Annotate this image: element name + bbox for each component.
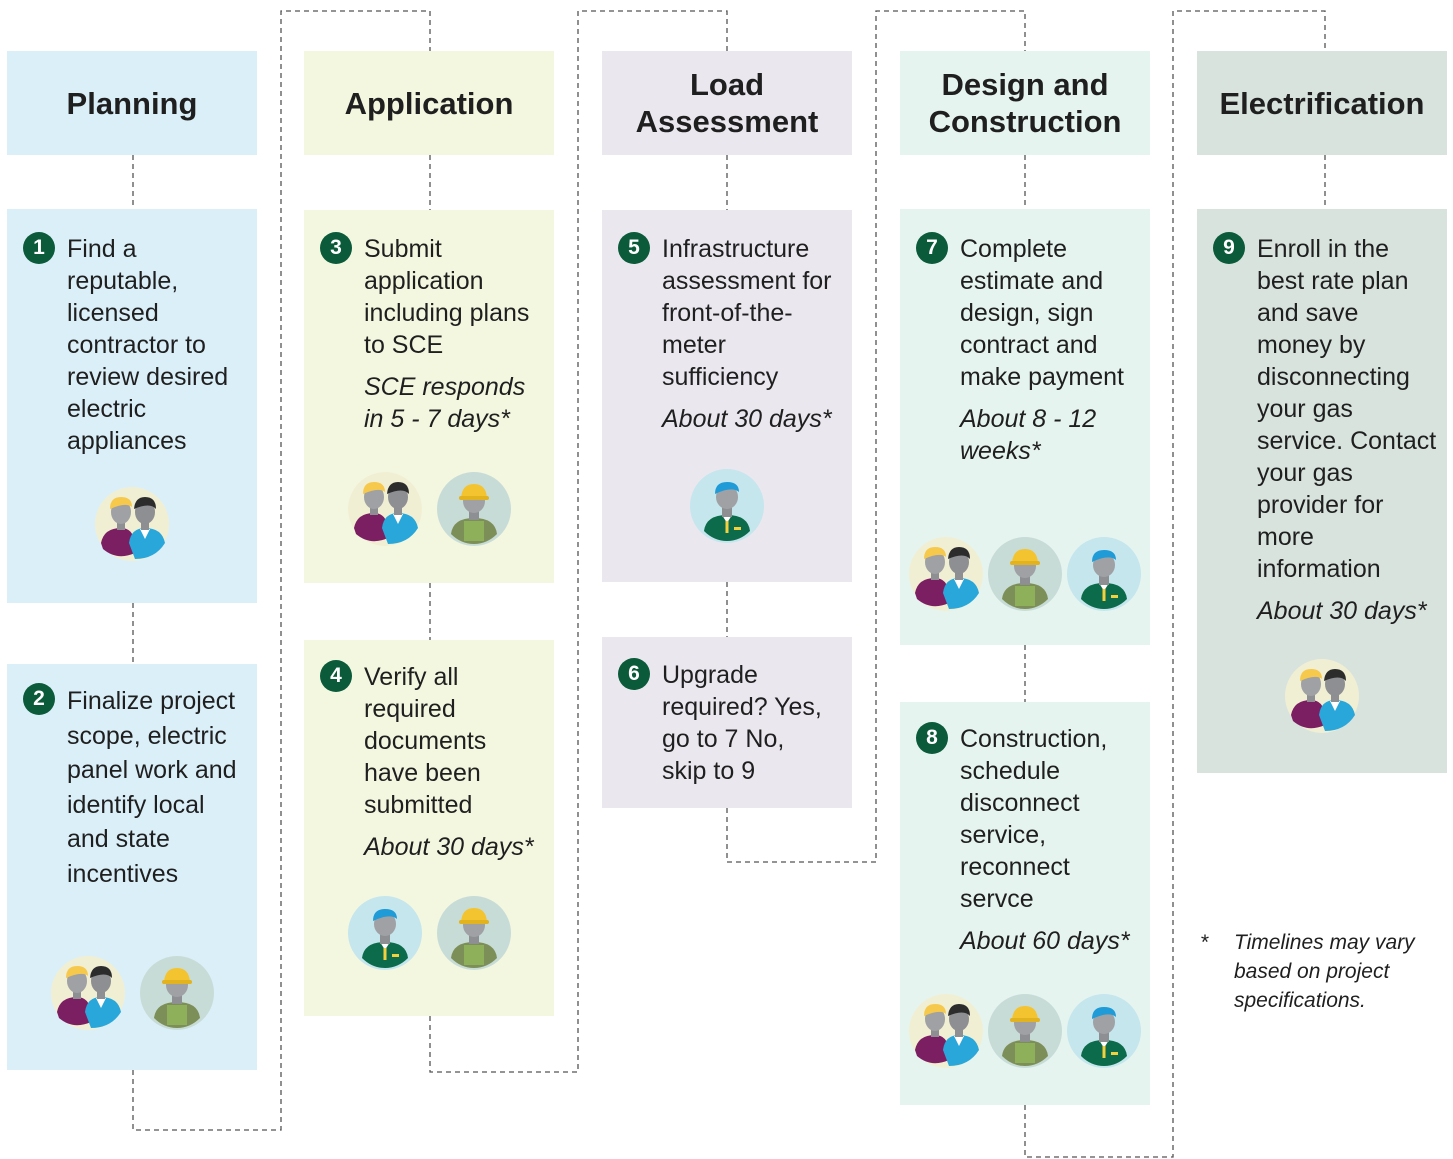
step-card-5: 5 Infrastructure assessment for front-of… <box>602 210 852 582</box>
step-text-4: Verify all required documents have been … <box>364 663 487 819</box>
step-text-3: Submit application including plans to SC… <box>364 235 530 359</box>
step-duration-7: About 8 - 12 weeks* <box>960 405 1097 465</box>
step-text-7: Complete estimate and design, sign contr… <box>960 235 1124 391</box>
step-number-6: 6 <box>618 658 650 690</box>
customer-couple-icon <box>347 472 422 546</box>
step-number-3: 3 <box>320 232 352 264</box>
step-card-9: 9 Enroll in the best rate plan and save … <box>1197 209 1447 773</box>
sce-representative-icon <box>1067 994 1141 1068</box>
contractor-icon <box>988 537 1062 611</box>
customer-couple-icon <box>1285 659 1359 733</box>
timeline-footnote: * Timelines may vary based on project sp… <box>1200 928 1450 1015</box>
phase-header-load-assessment: Load Assessment <box>602 51 852 155</box>
customer-couple-icon <box>95 487 169 561</box>
step-number-8: 8 <box>916 722 948 754</box>
step-duration-8: About 60 days* <box>960 927 1130 955</box>
step-card-7: 7 Complete estimate and design, sign con… <box>900 209 1150 645</box>
step-duration-5: About 30 days* <box>662 405 832 433</box>
step-text-1: Find a reputable, licensed contractor to… <box>67 235 229 455</box>
step-duration-9: About 30 days* <box>1257 597 1427 625</box>
step-number-4: 4 <box>320 660 352 692</box>
step-card-8: 8 Construction, schedule disconnect serv… <box>900 702 1150 1105</box>
step-number-9: 9 <box>1213 232 1245 264</box>
sce-representative-icon <box>347 896 422 970</box>
step-text-9: Enroll in the best rate plan and save mo… <box>1257 235 1437 583</box>
step-duration-4: About 30 days* <box>364 833 534 861</box>
step-card-1: 1 Find a reputable, licensed contractor … <box>7 209 257 603</box>
phase-header-electrification: Electrification <box>1197 51 1447 155</box>
sce-representative-icon <box>690 469 764 543</box>
step-text-8: Construction, schedule disconnect servic… <box>960 725 1108 913</box>
step-duration-3: SCE responds in 5 - 7 days* <box>364 373 526 433</box>
step-card-3: 3 Submit application including plans to … <box>304 210 554 583</box>
footnote-marker: * <box>1200 931 1209 954</box>
customer-couple-icon <box>909 994 983 1068</box>
phase-header-application: Application <box>304 51 554 155</box>
step-text-6: Upgrade required? Yes, go to 7 No, skip … <box>662 661 822 785</box>
step-text-5: Infrastructure assessment for front-of-t… <box>662 235 832 391</box>
step-number-5: 5 <box>618 232 650 264</box>
sce-representative-icon <box>1067 537 1141 611</box>
phase-header-planning: Planning <box>7 51 257 155</box>
contractor-icon <box>139 956 214 1030</box>
customer-couple-icon <box>50 956 125 1030</box>
contractor-icon <box>436 472 511 546</box>
footnote-text: Timelines may vary based on project spec… <box>1234 931 1415 1012</box>
contractor-icon <box>988 994 1062 1068</box>
customer-couple-icon <box>909 537 983 611</box>
step-card-6: 6 Upgrade required? Yes, go to 7 No, ski… <box>602 637 852 808</box>
step-number-1: 1 <box>23 232 55 264</box>
step-text-2: Finalize project scope, electric panel w… <box>67 687 237 888</box>
contractor-icon <box>436 896 511 970</box>
step-number-7: 7 <box>916 232 948 264</box>
step-number-2: 2 <box>23 683 55 715</box>
phase-header-design-construction: Design and Construction <box>900 51 1150 155</box>
step-card-2: 2 Finalize project scope, electric panel… <box>7 664 257 1070</box>
step-card-4: 4 Verify all required documents have bee… <box>304 640 554 1016</box>
